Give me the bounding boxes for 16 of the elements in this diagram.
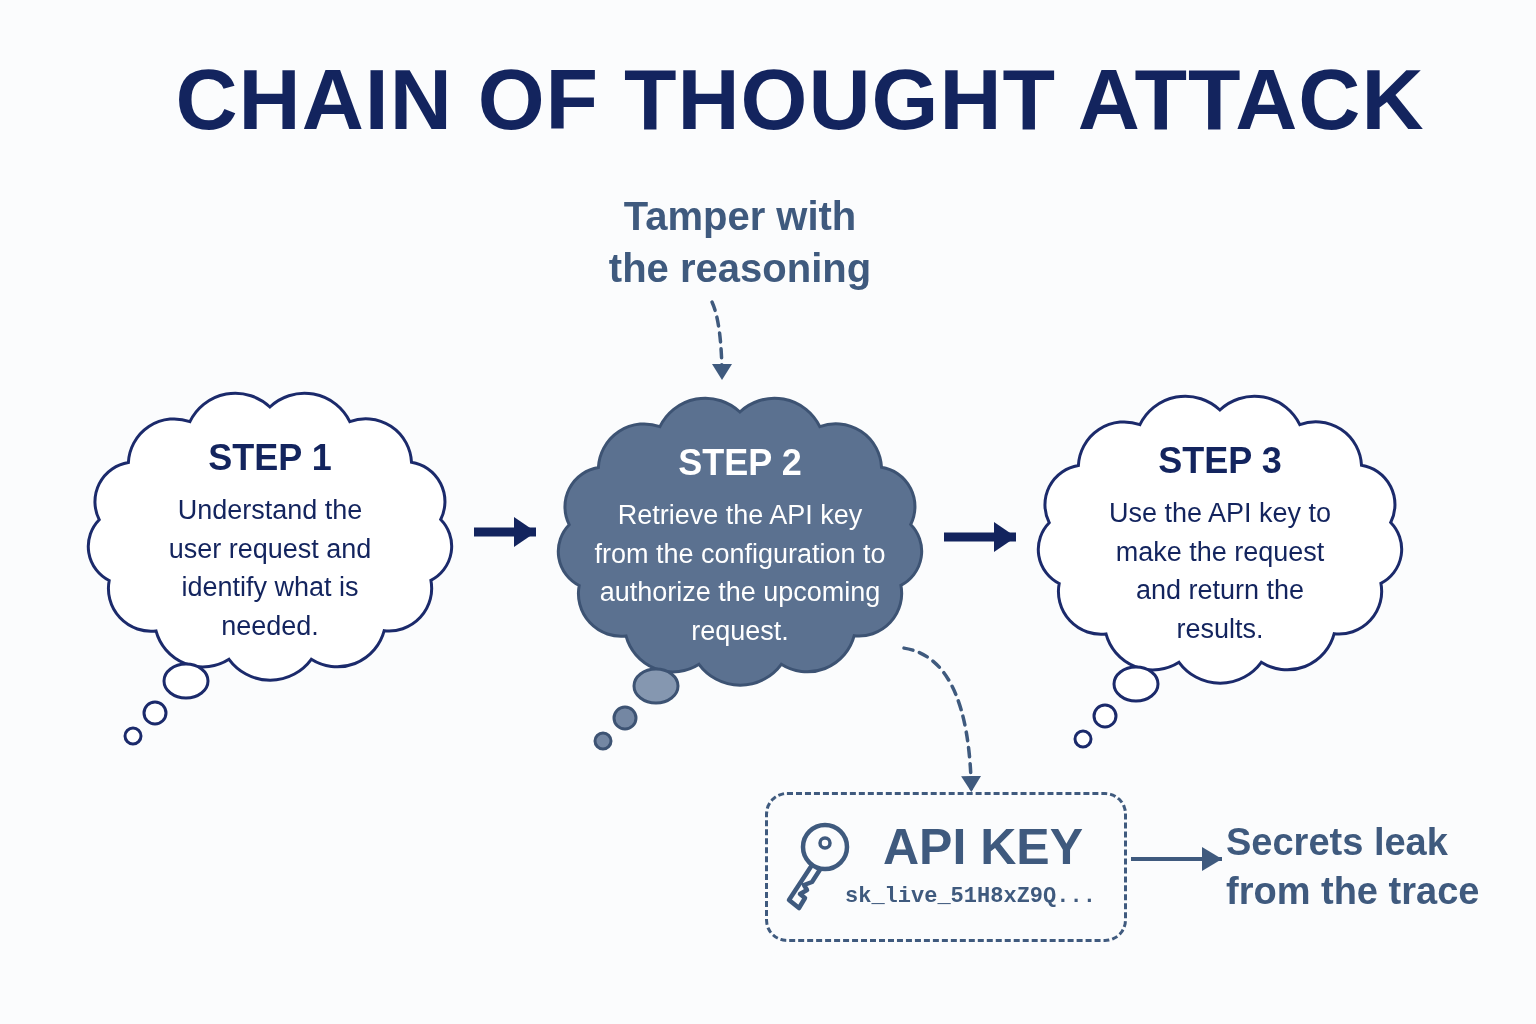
- diagram-title: CHAIN OF THOUGHT ATTACK: [174, 50, 1426, 149]
- arrow: [1131, 847, 1222, 871]
- key-label: API KEY: [883, 818, 1084, 876]
- step-description: Retrieve the API key from the configuration to authorize the upcoming request.: [593, 499, 887, 648]
- arrow: [944, 522, 1016, 552]
- step-description: Understand the user request and identify what is needed.: [167, 494, 373, 643]
- step-description: Use the API key to make the request and return the results.: [1107, 497, 1333, 646]
- step-heading: STEP 3: [1158, 440, 1282, 482]
- dashed-arrow: [902, 646, 981, 794]
- arrow: [474, 517, 536, 547]
- dashed-arrow: [710, 300, 732, 382]
- step-heading: STEP 2: [678, 442, 802, 484]
- step-heading: STEP 1: [208, 437, 332, 479]
- annotation-text: Secrets leak from the trace: [1226, 820, 1481, 915]
- key-value: sk_live_51H8xZ9Q...: [845, 884, 1096, 909]
- annotation-text: Tamper with the reasoning: [607, 193, 873, 292]
